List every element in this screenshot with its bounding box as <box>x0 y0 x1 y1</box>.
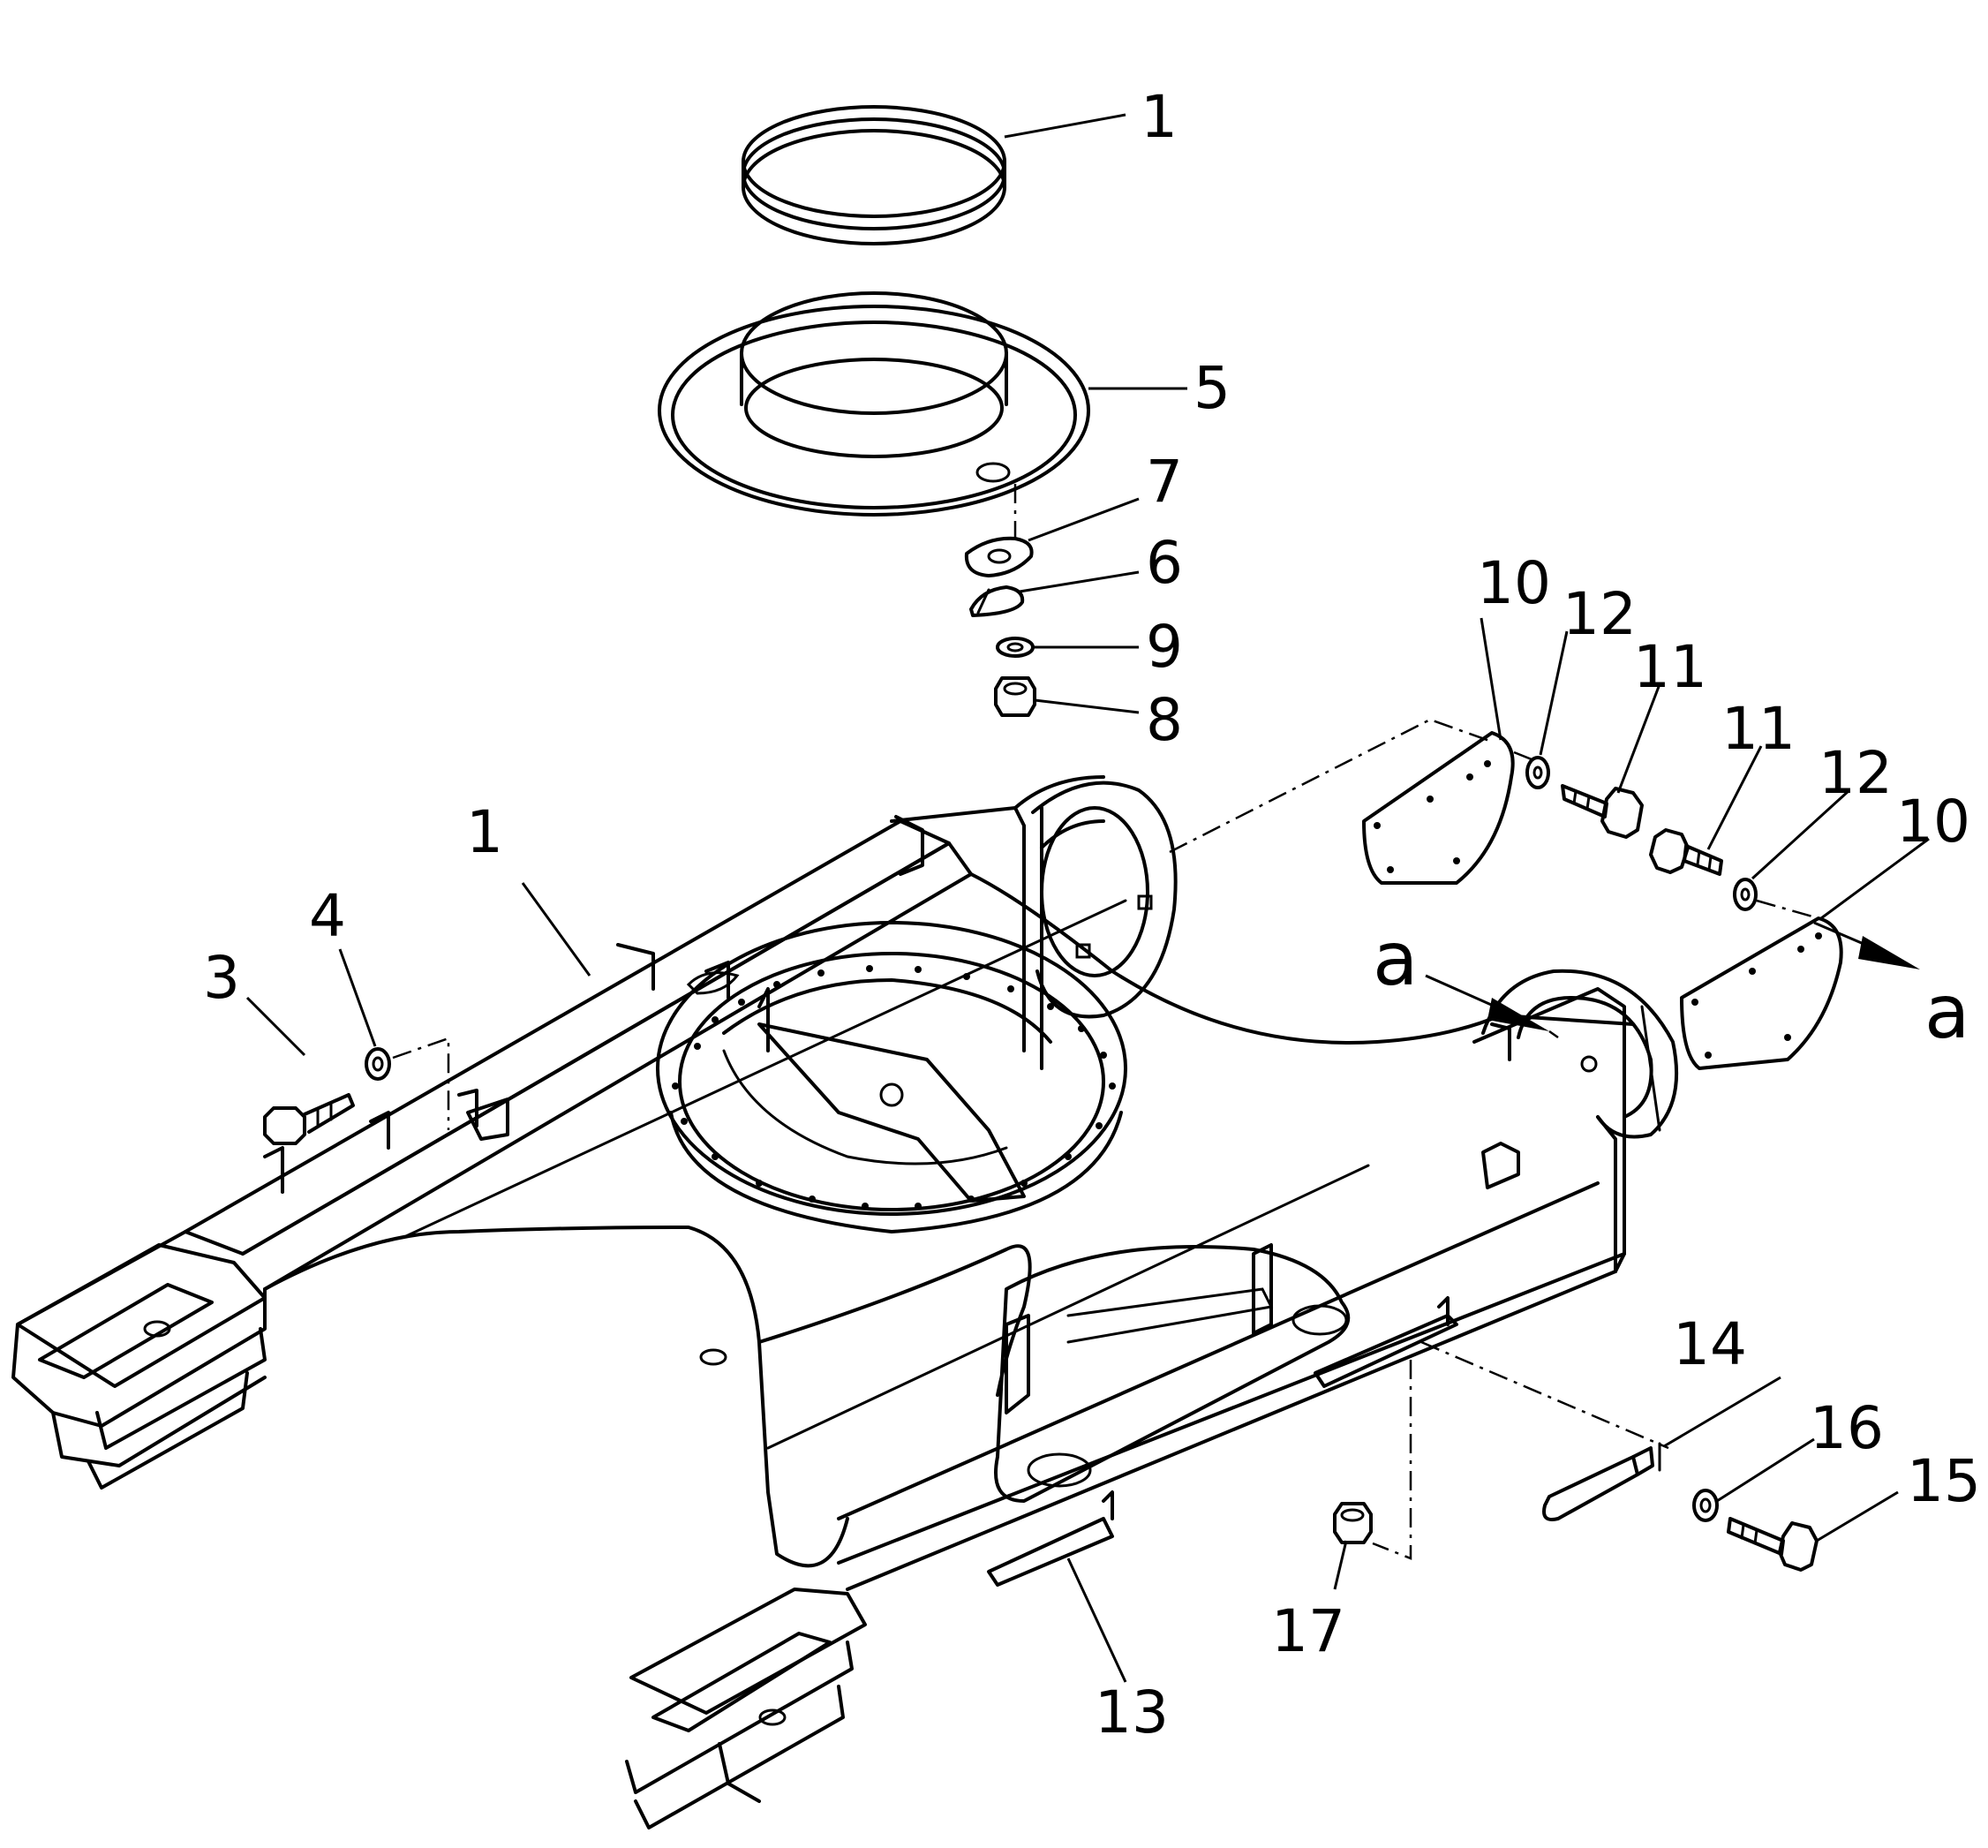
nut-part-8 <box>994 676 1036 717</box>
cover-part-10-lower <box>1680 916 1843 1070</box>
callout-label-15: 15 <box>1907 1447 1981 1515</box>
callout-label-6: 6 <box>1146 529 1183 597</box>
callout-label-8: 8 <box>1146 686 1183 754</box>
callout-label-5: 5 <box>1194 354 1231 422</box>
view-marker-a-left: a <box>1373 916 1418 1002</box>
callout-label-10-lower: 10 <box>1896 788 1970 856</box>
washer-part-12-upper <box>1525 756 1550 789</box>
view-arrow-left <box>1425 974 1559 1039</box>
callout-label-10-upper: 10 <box>1477 549 1551 617</box>
leader-lines <box>245 113 1930 1683</box>
callout-label-17: 17 <box>1271 1597 1345 1665</box>
ring-part-2 <box>742 105 1006 245</box>
washer-part-4 <box>365 1047 391 1081</box>
callout-label-14: 14 <box>1673 1310 1747 1378</box>
callout-label-11-upper: 11 <box>1633 633 1707 701</box>
callout-label-11-lower: 11 <box>1721 695 1796 763</box>
callout-label-7: 7 <box>1146 448 1183 516</box>
callout-labels: 1 5 7 6 9 8 1 3 4 10 12 11 11 12 10 14 1… <box>203 83 1981 1746</box>
callout-label-1: 1 <box>466 798 503 866</box>
guard-part-14 <box>1542 1442 1661 1521</box>
view-marker-a-right: a <box>1924 969 1969 1055</box>
bolt-part-11-lower <box>1649 828 1723 876</box>
track-frame-part-1 <box>11 775 1679 1829</box>
callout-label-13: 13 <box>1095 1678 1169 1746</box>
view-arrow-right <box>1813 921 1920 969</box>
plate-part-7 <box>964 536 1034 577</box>
bolt-part-3 <box>263 1093 355 1145</box>
callout-label-12-lower: 12 <box>1819 739 1893 807</box>
callout-label-9: 9 <box>1146 613 1183 681</box>
washer-part-16 <box>1692 1489 1719 1522</box>
seal-plate-part-5 <box>658 291 1090 517</box>
callout-label-16: 16 <box>1810 1394 1884 1462</box>
callout-label-3: 3 <box>203 944 240 1012</box>
callout-label-12-upper: 12 <box>1563 580 1637 648</box>
callout-label-4: 4 <box>309 882 346 950</box>
nut-part-17 <box>1333 1502 1373 1544</box>
washer-part-9 <box>996 637 1035 658</box>
callout-label-2: 1 <box>1141 83 1178 151</box>
cover-part-10-upper <box>1362 731 1515 885</box>
bolt-part-15 <box>1727 1517 1819 1572</box>
washer-part-12-lower <box>1733 878 1758 911</box>
bolt-part-11-upper <box>1561 784 1644 839</box>
wedge-part-6 <box>969 585 1025 617</box>
